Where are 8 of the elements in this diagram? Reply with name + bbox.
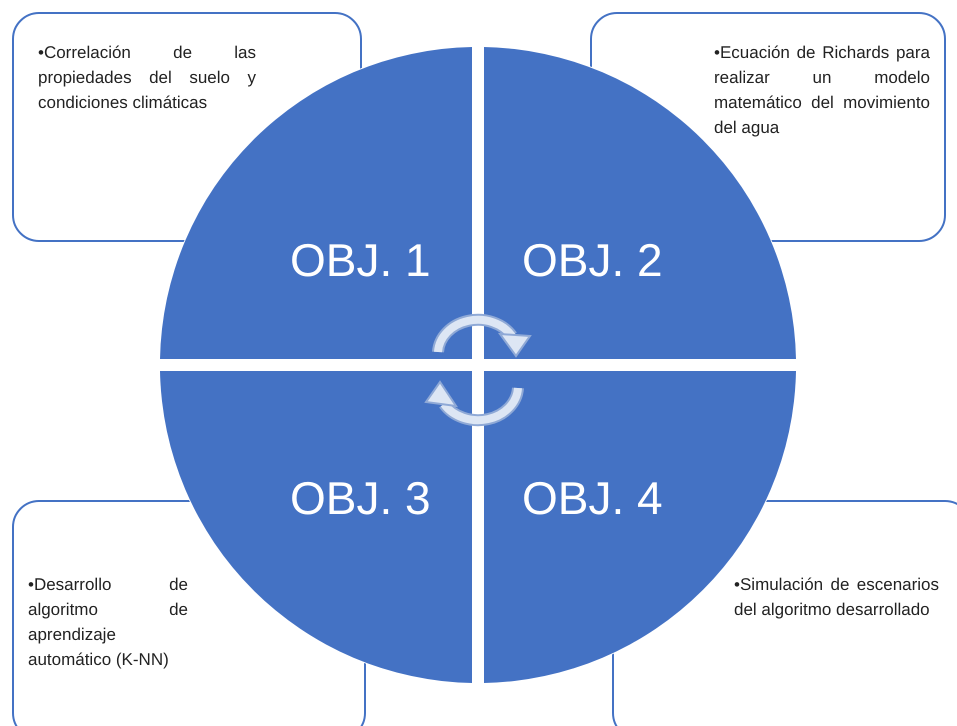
quadrant-label: OBJ. 3	[290, 471, 431, 525]
quadrant-label: OBJ. 4	[522, 471, 663, 525]
bullet-text: •Simulación de escenarios del algoritmo desarrollado	[734, 574, 939, 621]
bullet-text: •Ecuación de Richards para realizar un modelo matemático del movimiento del agua	[714, 42, 930, 139]
bullet-text: •Correlación de las propiedades del suelo y condiciones climáticas	[38, 42, 256, 114]
quadrant-label: OBJ. 1	[290, 233, 431, 287]
bullet-text: •Desarrollo de algoritmo de aprendizaje automático (K-NN)	[28, 574, 188, 671]
quadrant-label: OBJ. 2	[522, 233, 663, 287]
